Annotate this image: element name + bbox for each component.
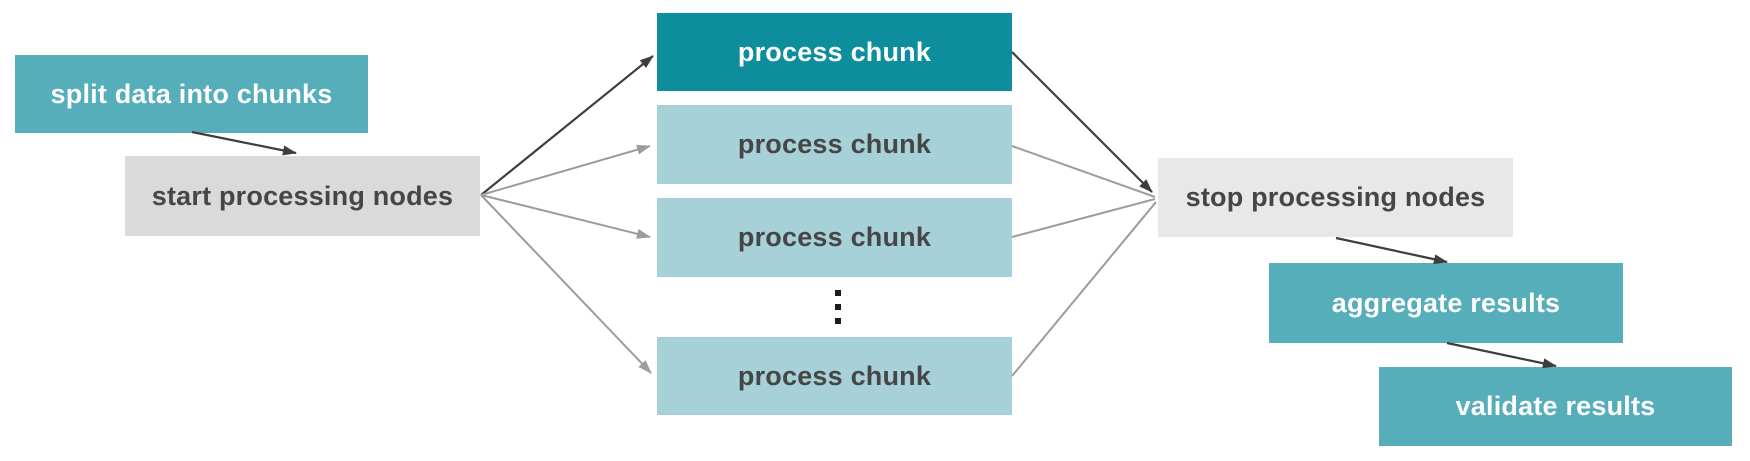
ellipsis-dot — [835, 304, 841, 310]
node-label: stop processing nodes — [1185, 182, 1486, 212]
node-aggregate-results: aggregate results — [1269, 263, 1623, 343]
arrow-start-to-chunk1 — [480, 55, 654, 196]
arrow-split-to-start — [191, 130, 297, 156]
node-label: split data into chunks — [50, 78, 333, 109]
arrow-start-to-chunk2 — [480, 144, 651, 196]
node-start-processing-nodes: start processing nodes — [125, 156, 480, 236]
node-split-data-into-chunks: split data into chunks — [15, 55, 368, 133]
arrow-start-to-chunk4 — [480, 194, 652, 374]
node-label: validate results — [1455, 391, 1656, 421]
node-label: start processing nodes — [151, 180, 454, 211]
arrow-chunk1-to-stop — [1011, 51, 1153, 193]
arrow-aggregate-to-validate — [1446, 341, 1557, 369]
node-label: process chunk — [737, 36, 932, 67]
node-process-chunk-n: process chunk — [657, 337, 1012, 415]
arrow-start-to-chunk3 — [480, 194, 651, 239]
node-label: process chunk — [737, 222, 932, 252]
node-stop-processing-nodes: stop processing nodes — [1158, 158, 1513, 237]
node-process-chunk-3: process chunk — [657, 198, 1012, 277]
arrow-chunk3-to-stop — [1011, 198, 1156, 238]
node-label: process chunk — [737, 129, 932, 159]
node-validate-results: validate results — [1379, 367, 1732, 446]
node-process-chunk-2: process chunk — [657, 105, 1012, 184]
node-label: aggregate results — [1331, 287, 1561, 318]
arrow-chunk4-to-stop — [1011, 201, 1157, 377]
arrow-chunk2-to-stop — [1011, 145, 1156, 198]
node-label: process chunk — [737, 360, 932, 391]
node-process-chunk-1: process chunk — [657, 13, 1012, 91]
ellipsis-dot — [835, 318, 841, 324]
vertical-ellipsis-icon — [833, 290, 843, 324]
ellipsis-dot — [835, 290, 841, 296]
arrow-stop-to-aggregate — [1335, 236, 1448, 265]
